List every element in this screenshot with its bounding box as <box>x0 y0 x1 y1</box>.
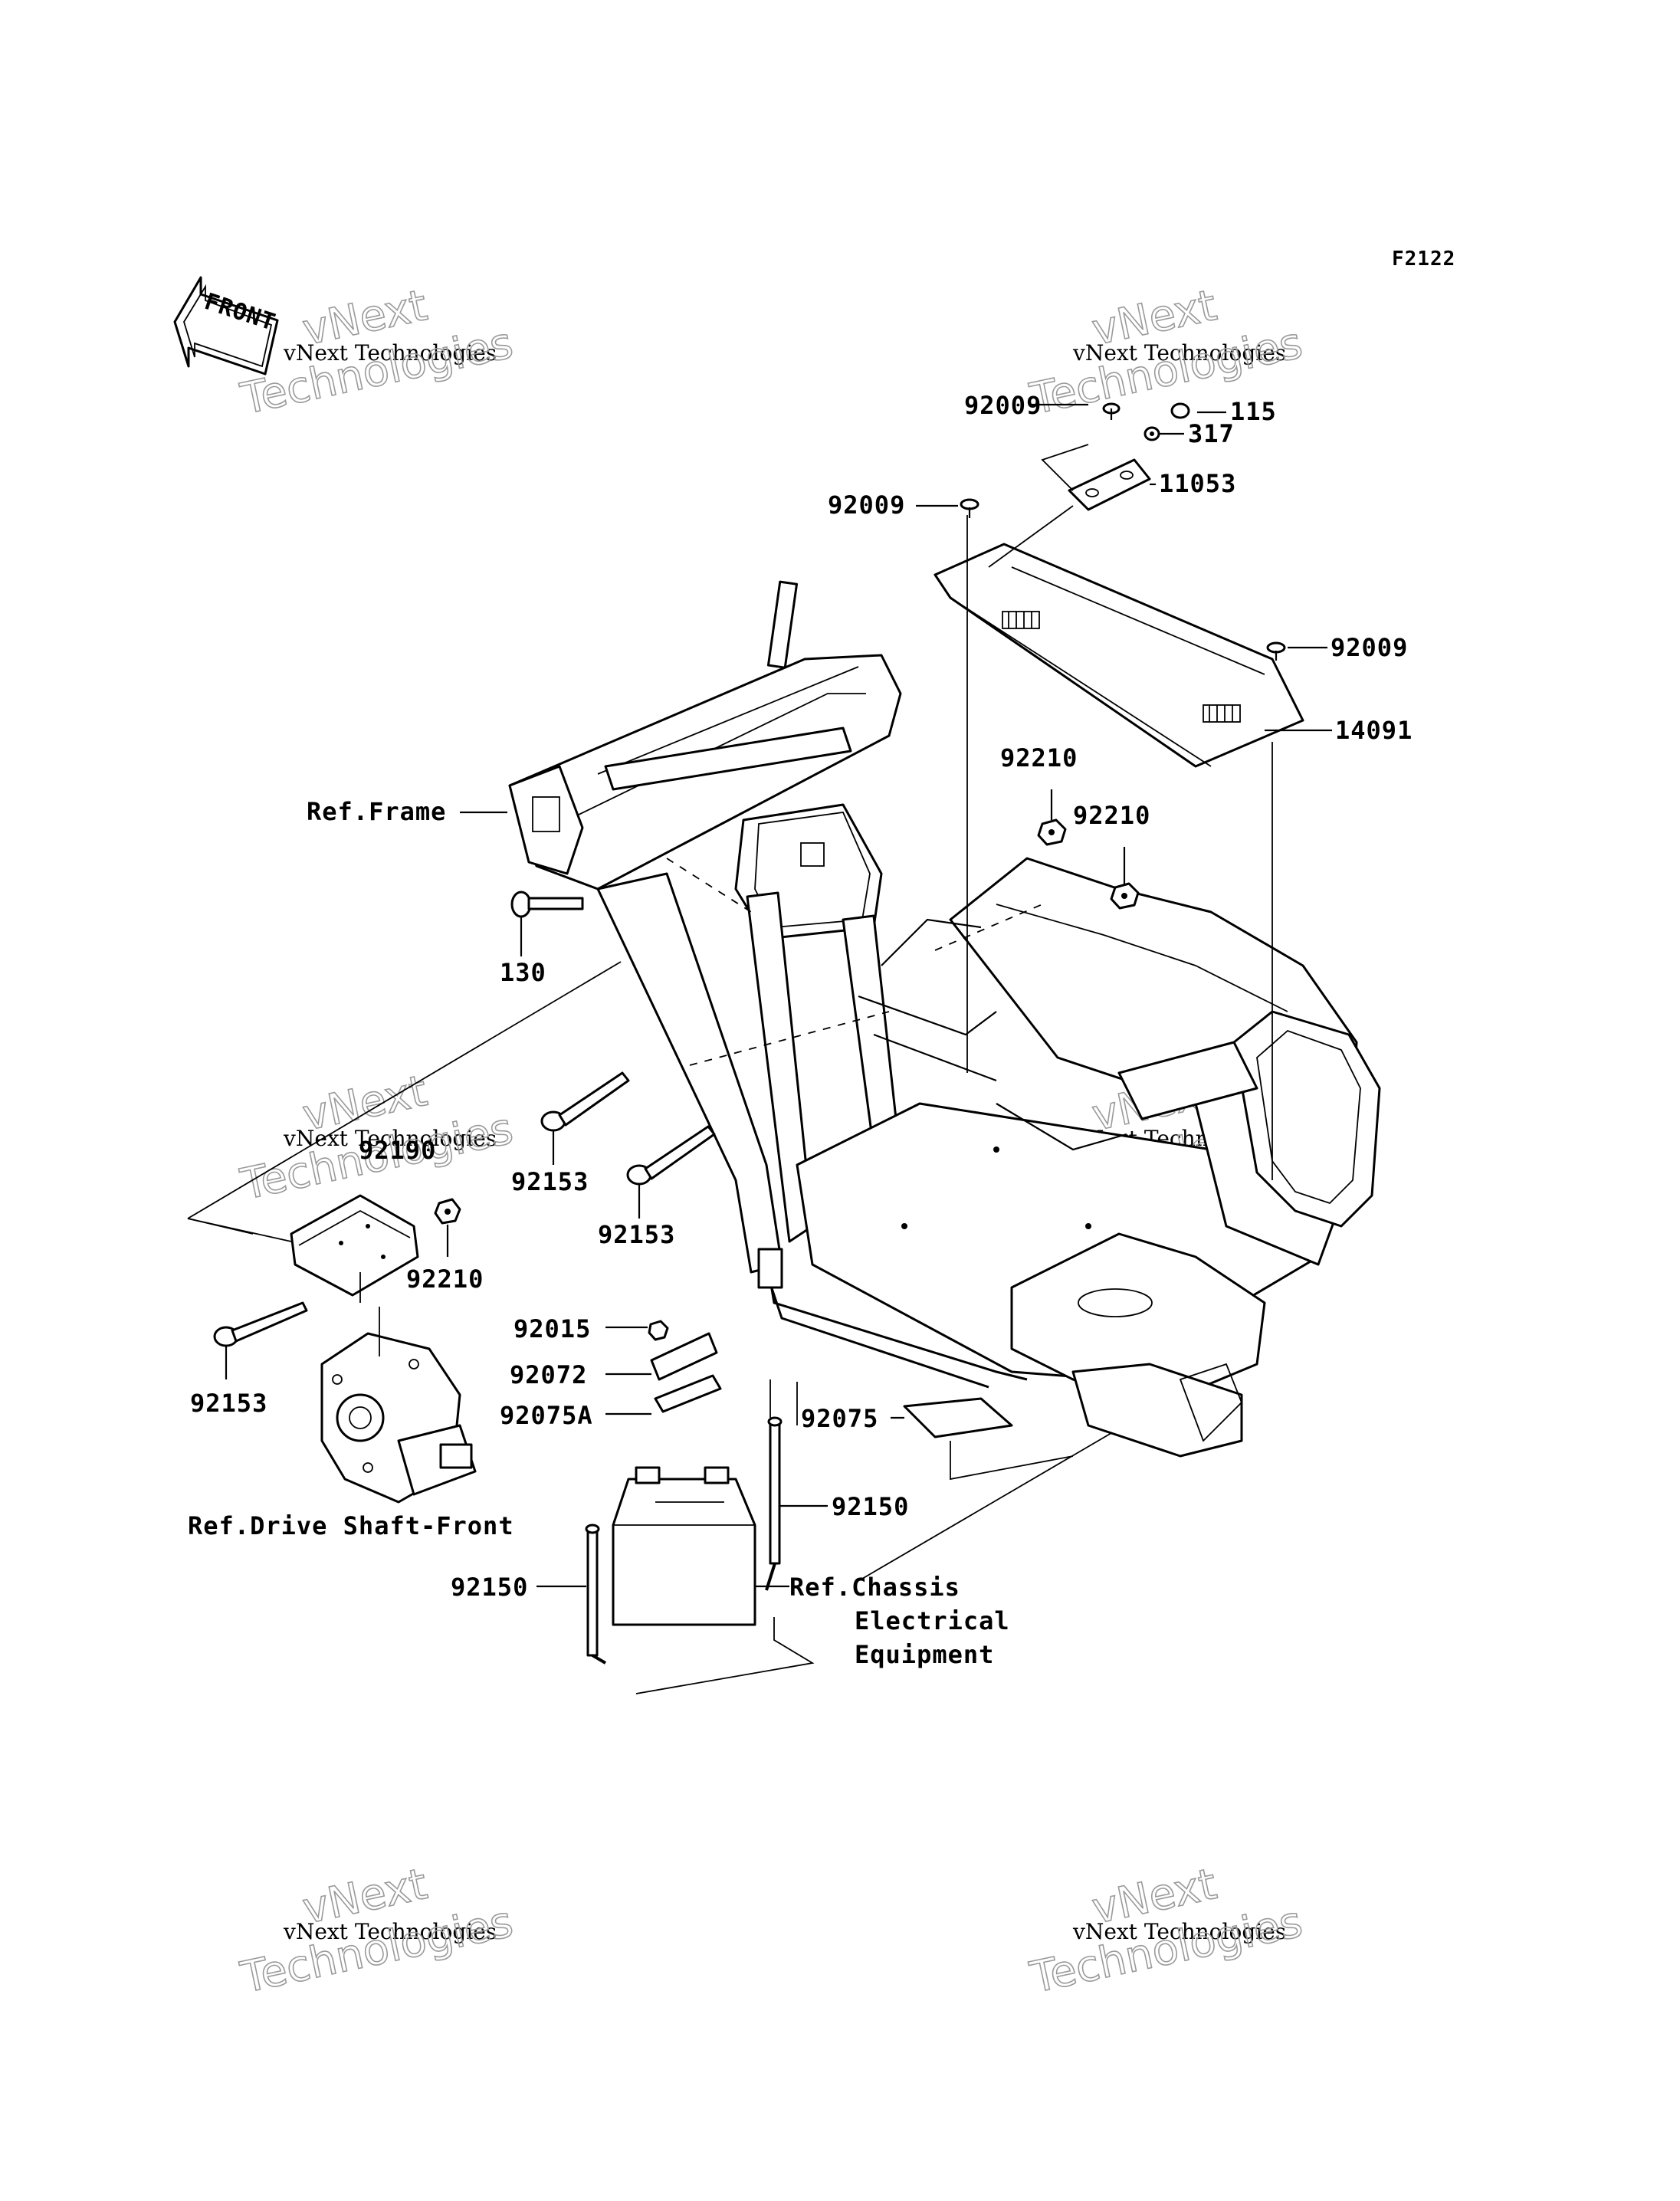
mat-92075 <box>903 1397 1013 1438</box>
cover-14091 <box>934 543 1304 768</box>
long-bolt-icon <box>540 1071 630 1132</box>
nut-icon <box>648 1320 669 1341</box>
callout-92009: 92009 <box>964 391 1042 420</box>
bracket-92190 <box>290 1194 419 1297</box>
callout-115: 115 <box>1230 397 1277 426</box>
nut-icon <box>1110 882 1140 910</box>
nut-icon <box>1037 818 1067 846</box>
svg-text:vNext Technologies: vNext Technologies <box>283 340 497 366</box>
callout-ref-drive-shaft-front: Ref.Drive Shaft-Front <box>188 1511 514 1540</box>
long-bolt-icon <box>626 1125 716 1186</box>
callout-130: 130 <box>500 958 546 987</box>
watermark: vNext Technologies vNext Technologies <box>236 280 518 425</box>
callout-92210: 92210 <box>1000 743 1078 772</box>
callout-92015: 92015 <box>514 1314 591 1343</box>
callout-92153: 92153 <box>511 1167 589 1196</box>
callout-92072: 92072 <box>510 1360 587 1389</box>
leader-lines <box>187 403 1332 1694</box>
battery-strap-92072 <box>650 1332 718 1381</box>
front-differential <box>320 1332 477 1504</box>
vent-grille-icon <box>1002 611 1241 723</box>
callout-92009: 92009 <box>1331 633 1408 662</box>
callout-ref-chassis-line2: Electrical <box>855 1606 1010 1635</box>
callout-92075a: 92075A <box>500 1401 593 1430</box>
callout-92150: 92150 <box>832 1492 909 1521</box>
callout-ref-chassis-line3: Equipment <box>855 1640 994 1669</box>
svg-text:vNext Technologies: vNext Technologies <box>1072 1919 1286 1944</box>
watermark: vNext Technologies vNext Technologies <box>1025 1858 1308 2003</box>
rod-icon <box>585 1524 607 1665</box>
long-bolt-icon <box>213 1301 308 1347</box>
svg-text:vNext Technologies: vNext Technologies <box>283 1919 497 1944</box>
front-arrow-icon: FRONT <box>173 276 279 376</box>
callout-92075: 92075 <box>801 1404 878 1433</box>
pad-92075a <box>654 1374 722 1413</box>
flange-bolt-icon <box>510 891 584 918</box>
battery <box>612 1466 756 1626</box>
bolt-icon <box>1170 402 1190 419</box>
callout-ref-chassis: Ref.Chassis <box>789 1573 960 1602</box>
vehicle-frame <box>508 580 1381 1458</box>
callout-ref-frame: Ref.Frame <box>307 797 446 826</box>
rod-icon <box>765 1416 783 1591</box>
nut-icon <box>434 1198 461 1225</box>
watermark: vNext Technologies vNext Technologies <box>236 1858 518 2003</box>
screw-icon <box>1102 402 1121 420</box>
figure-code: F2122 <box>1392 248 1455 271</box>
bracket-11053 <box>1068 458 1151 511</box>
callout-92150: 92150 <box>451 1573 528 1602</box>
callout-11053: 11053 <box>1159 469 1236 498</box>
svg-text:vNext Technologies: vNext Technologies <box>283 1126 497 1151</box>
callout-14091: 14091 <box>1335 716 1413 745</box>
callout-92190: 92190 <box>359 1136 436 1165</box>
callout-92210: 92210 <box>1073 801 1150 830</box>
callout-92210: 92210 <box>406 1265 484 1294</box>
svg-text:vNext Technologies: vNext Technologies <box>1072 340 1286 366</box>
screw-icon <box>1266 641 1286 661</box>
washer-icon <box>1144 426 1160 441</box>
callout-317: 317 <box>1188 419 1235 448</box>
callout-92009: 92009 <box>828 490 905 520</box>
callout-92153: 92153 <box>598 1220 675 1249</box>
callout-92153: 92153 <box>190 1389 267 1418</box>
screw-icon <box>960 498 979 518</box>
